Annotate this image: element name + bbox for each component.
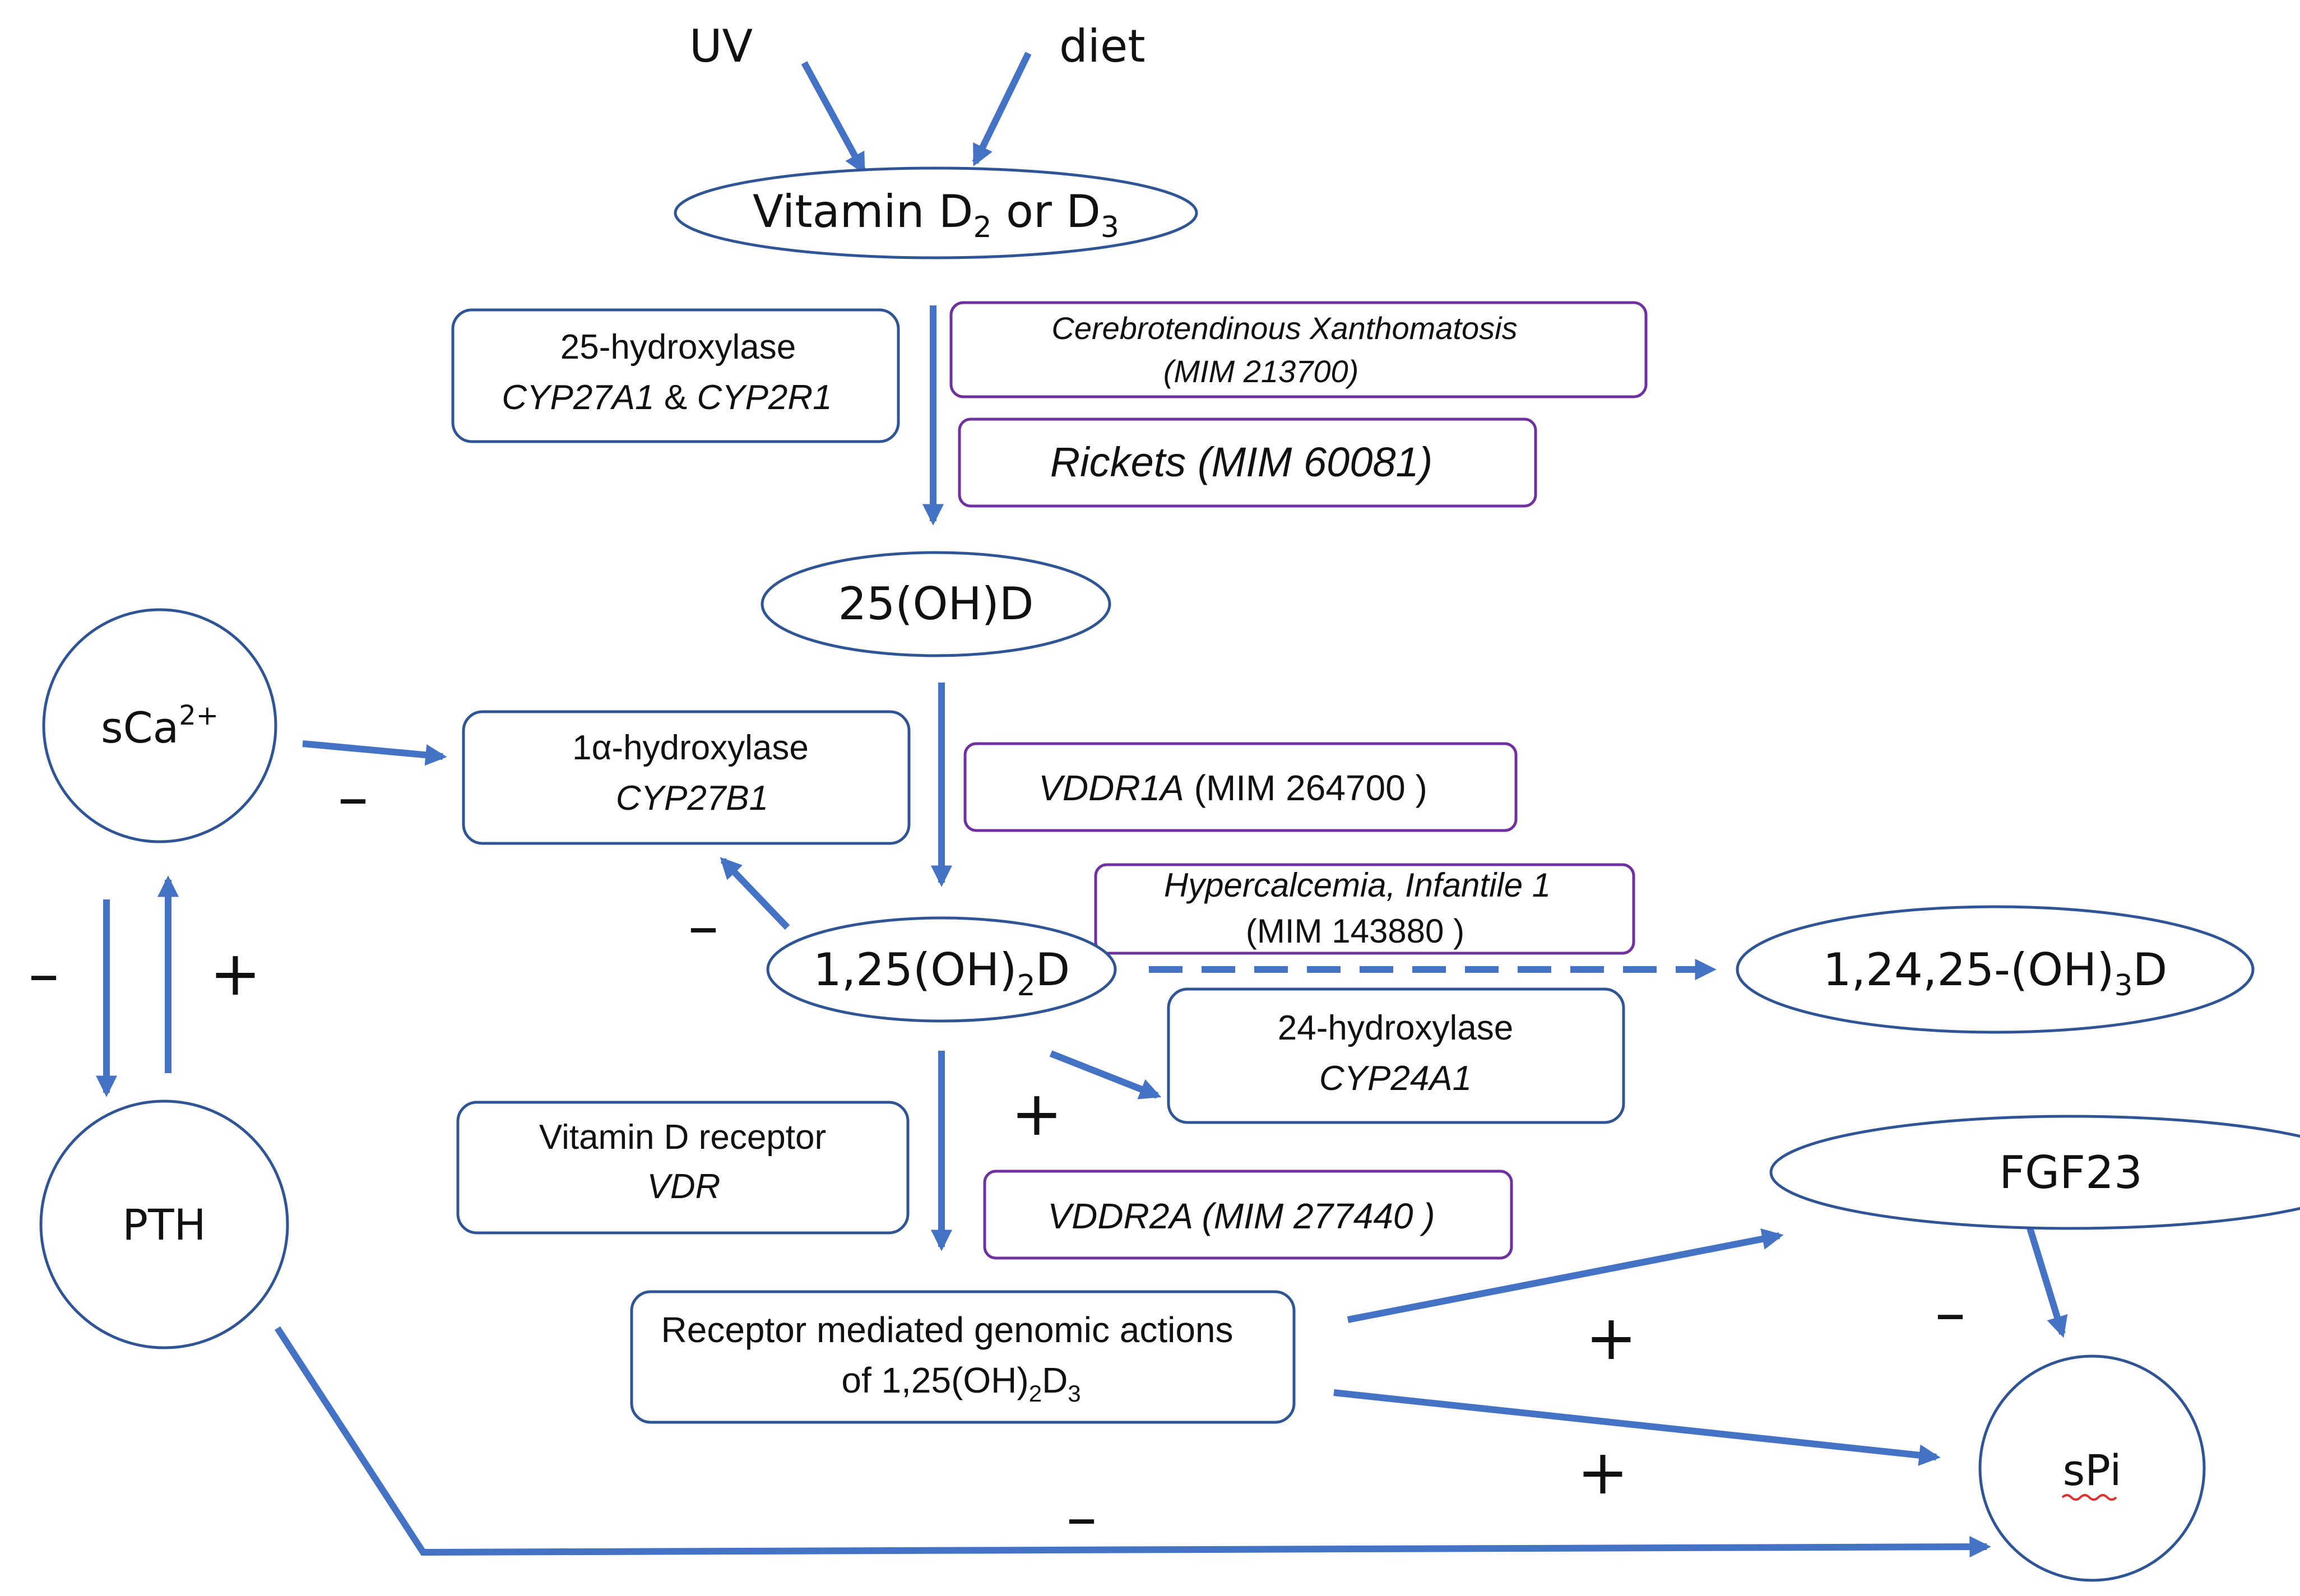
svg-text:VDR: VDR — [647, 1167, 721, 1206]
sign-calcitriol-to-1a-hydroxylase: – — [688, 890, 719, 962]
svg-text:sPi: sPi — [2063, 1445, 2122, 1495]
hypercalcemia-box: Hypercalcemia, Infantile 1 (MIM 143880 ) — [1094, 863, 1635, 955]
svg-text:Hypercalcemia, Infantile 1: Hypercalcemia, Infantile 1 — [1164, 866, 1551, 904]
vddr1a-box: VDDR1A (MIM 264700 ) — [963, 742, 1518, 832]
svg-text:VDDR1A (MIM 264700 ): VDDR1A (MIM 264700 ) — [1038, 768, 1427, 808]
fgf23-node: FGF23 — [1769, 1115, 2300, 1230]
svg-text:sCa2+: sCa2+ — [101, 700, 219, 753]
pth-node: PTH — [39, 1099, 289, 1349]
arrow-genomic-to-spi — [1333, 1389, 1941, 1466]
spellcheck-squiggle — [2061, 1494, 2117, 1501]
svg-text:CYP24A1: CYP24A1 — [1319, 1059, 1472, 1098]
vitamin-d-receptor-box: Vitamin D receptor VDR — [456, 1101, 910, 1235]
svg-text:VDDR2A (MIM 277440 ): VDDR2A (MIM 277440 ) — [1047, 1196, 1435, 1236]
arrow-pth-to-spi — [274, 1326, 1991, 1558]
genomic-actions-box: Receptor mediated genomic actions of 1,2… — [630, 1290, 1296, 1424]
arrow-calcitriol-to-1a-hydroxylase — [720, 857, 790, 930]
svg-text:1α-hydroxylase: 1α-hydroxylase — [572, 729, 809, 767]
svg-text:1,25(OH)2D: 1,25(OH)2D — [813, 944, 1070, 1003]
24-hydroxylase-box: 24-hydroxylase CYP24A1 — [1167, 987, 1625, 1124]
svg-text:CYP27B1: CYP27B1 — [616, 779, 768, 818]
vitamin-d-node: Vitamin D2 or D3 — [674, 166, 1198, 259]
svg-text:CYP27A1 & CYP2R1: CYP27A1 & CYP2R1 — [502, 378, 832, 417]
arrow-calcitriol-to-24-hydroxylase — [1049, 1050, 1162, 1099]
sign-pth-to-sca: + — [210, 938, 261, 1009]
sign-pth-to-spi: – — [1066, 1481, 1097, 1553]
arrow-sca-to-1a-hydroxylase — [302, 740, 447, 766]
cerebrotendinous-xanthomatosis-box: Cerebrotendinous Xanthomatosis (MIM 2137… — [949, 301, 1648, 398]
sign-sca-to-pth: – — [29, 938, 59, 1009]
svg-text:25(OH)D: 25(OH)D — [838, 578, 1034, 630]
trihydroxy-vitamin-d-node: 1,24,25-(OH)3D — [1736, 905, 2255, 1034]
arrow-genomic-to-fgf23 — [1347, 1228, 1784, 1323]
svg-text:of 1,25(OH)2D3: of 1,25(OH)2D3 — [841, 1360, 1081, 1407]
svg-text:25-hydroxylase: 25-hydroxylase — [560, 328, 796, 366]
svg-text:Cerebrotendinous Xanthomatosis: Cerebrotendinous Xanthomatosis — [1051, 310, 1517, 346]
svg-text:1,24,25-(OH)3D: 1,24,25-(OH)3D — [1823, 944, 2167, 1003]
svg-text:(MIM 213700): (MIM 213700) — [1163, 354, 1359, 389]
svg-text:(MIM 143880 ): (MIM 143880 ) — [1246, 912, 1464, 950]
sign-genomic-to-fgf23: + — [1585, 1302, 1637, 1374]
arrow-diet-to-vitamin-d — [972, 52, 1032, 166]
svg-text:PTH: PTH — [122, 1200, 206, 1250]
1a-hydroxylase-box: 1α-hydroxylase CYP27B1 — [462, 710, 911, 845]
serum-phosphate-node: sPi — [1978, 1354, 2206, 1582]
svg-text:Rickets (MIM 60081): Rickets (MIM 60081) — [1050, 439, 1433, 485]
calcitriol-node: 1,25(OH)2D — [766, 916, 1117, 1023]
svg-text:Receptor mediated genomic acti: Receptor mediated genomic actions — [661, 1310, 1234, 1350]
uv-label: UV — [689, 20, 753, 72]
sign-genomic-to-spi: + — [1577, 1436, 1629, 1508]
serum-calcium-node: sCa2+ — [42, 608, 277, 843]
rickets-box: Rickets (MIM 60081) — [958, 417, 1537, 508]
sign-fgf23-to-spi: – — [1935, 1277, 1966, 1348]
25-hydroxylase-box: 25-hydroxylase CYP27A1 & CYP2R1 — [451, 308, 900, 443]
svg-text:FGF23: FGF23 — [1999, 1147, 2143, 1199]
svg-text:Vitamin D2 or D3: Vitamin D2 or D3 — [753, 185, 1119, 244]
arrow-fgf23-to-spi — [2025, 1223, 2068, 1338]
svg-text:Vitamin D receptor: Vitamin D receptor — [539, 1118, 826, 1157]
sign-sca-to-1a-hydroxylase: – — [338, 761, 369, 833]
arrow-uv-to-vitamin-d — [801, 61, 866, 175]
sign-calcitriol-to-24-hydroxylase: + — [1011, 1078, 1063, 1149]
diet-label: diet — [1059, 20, 1146, 72]
svg-text:24-hydroxylase: 24-hydroxylase — [1278, 1009, 1513, 1047]
vddr2a-box: VDDR2A (MIM 277440 ) — [983, 1170, 1513, 1260]
25-oh-d-node: 25(OH)D — [761, 551, 1111, 657]
